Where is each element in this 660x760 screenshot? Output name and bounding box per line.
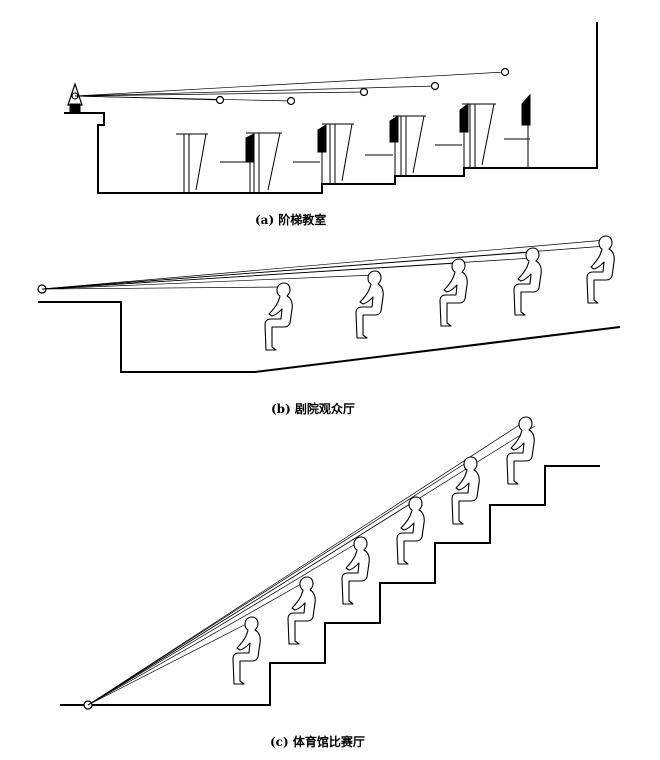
theatre-sightlines xyxy=(41,239,607,290)
theatre-audience xyxy=(264,235,615,351)
lecture-desks xyxy=(176,103,496,193)
theatre-floor-profile xyxy=(38,301,621,373)
arena-sightlines xyxy=(87,419,536,706)
lecture-eye-points xyxy=(215,67,510,106)
diagram-b-theatre xyxy=(37,235,621,373)
caption-c: (c) 体育馆比赛厅 xyxy=(270,734,365,749)
lecture-sightlines xyxy=(74,71,506,102)
diagram-a-lecture-hall xyxy=(64,22,598,194)
lecture-chairs xyxy=(220,93,531,193)
arena-stepped-profile xyxy=(60,465,600,706)
arena-spectators xyxy=(232,416,535,685)
lectern-stand xyxy=(69,103,81,113)
caption-b: (b) 剧院观众厅 xyxy=(271,401,355,416)
caption-a: (a) 阶梯教室 xyxy=(255,212,326,227)
diagram-c-sports-arena xyxy=(60,416,600,710)
